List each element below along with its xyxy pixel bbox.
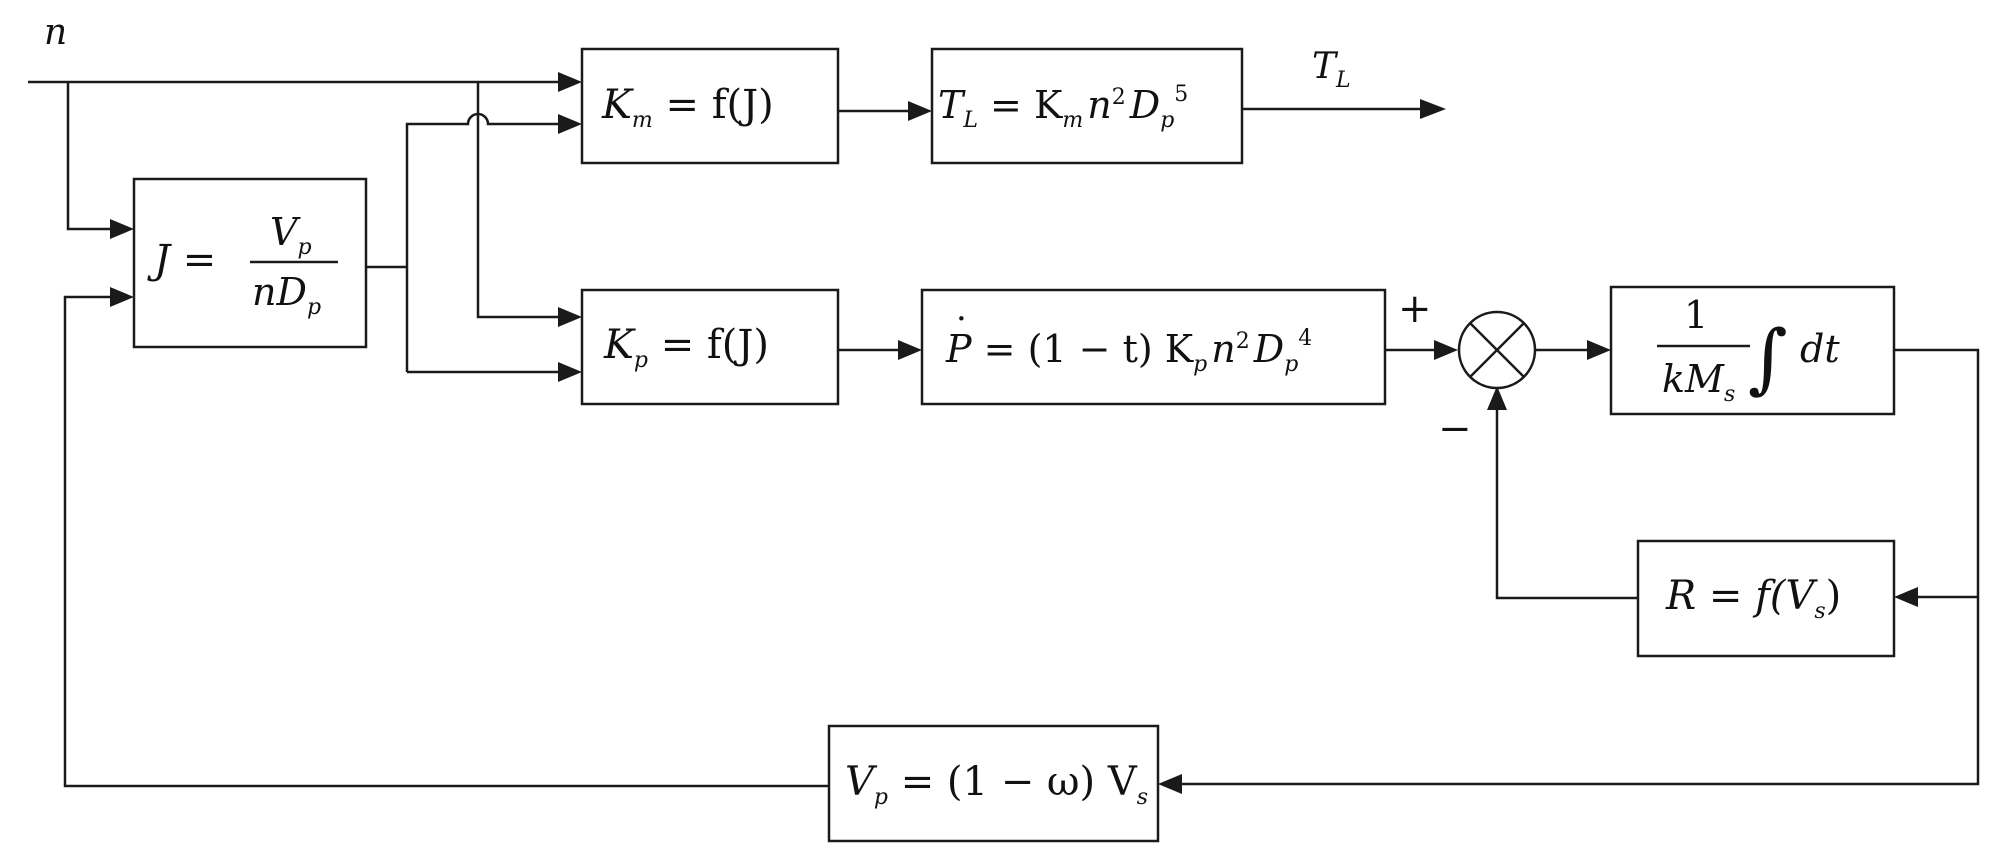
p-block [920,288,1387,406]
integral-sign: ∫ [1748,313,1788,402]
j-label-lhs: J = [147,237,216,283]
j-denominator: nDp [252,270,321,320]
j-numerator: Vp [270,210,312,260]
arrowhead [1420,99,1446,119]
tl-block [930,47,1244,165]
r-block [1636,539,1896,658]
n-to-kp-line [476,82,560,319]
arrowhead [110,219,134,239]
arrowhead [110,287,134,307]
integ-output-line [1180,348,1980,786]
vp-to-j-line [63,295,829,788]
summing-junction-cross [1469,322,1525,378]
arrowhead [1487,386,1507,410]
arrowhead [558,362,582,382]
integ-dt: dt [1800,327,1840,371]
arrowhead [898,340,922,360]
arrowhead [1434,340,1458,360]
kp-label: Kp = f(J) [603,322,769,373]
arrowhead [558,307,582,327]
r-to-sum-line [1495,410,1638,600]
sum-minus-sign: − [1438,406,1472,452]
vp-block [827,724,1160,843]
arrowhead [1587,340,1611,360]
arrowhead [558,72,582,92]
integrator-block [1609,285,1896,416]
arrowhead [908,101,932,121]
p-dot: · [956,299,967,339]
km-label: Km = f(J) [601,82,774,133]
arrowhead [558,114,582,134]
vp-label: Vp = (1 − ω) Vs [845,759,1148,810]
j-to-km-line [405,112,560,372]
input-signal-label: n [44,12,67,53]
km-block [580,47,840,165]
integ-denominator: kMs [1662,357,1735,407]
sum-plus-sign: + [1398,286,1432,332]
kp-block [580,288,840,406]
integ-numerator: 1 [1684,293,1708,337]
arrowhead [1894,587,1918,607]
output-signal-label: TL [1312,46,1351,93]
arrowhead [1158,774,1182,794]
n-to-j-line [66,82,118,231]
r-label: R = f(Vs) [1665,573,1841,624]
